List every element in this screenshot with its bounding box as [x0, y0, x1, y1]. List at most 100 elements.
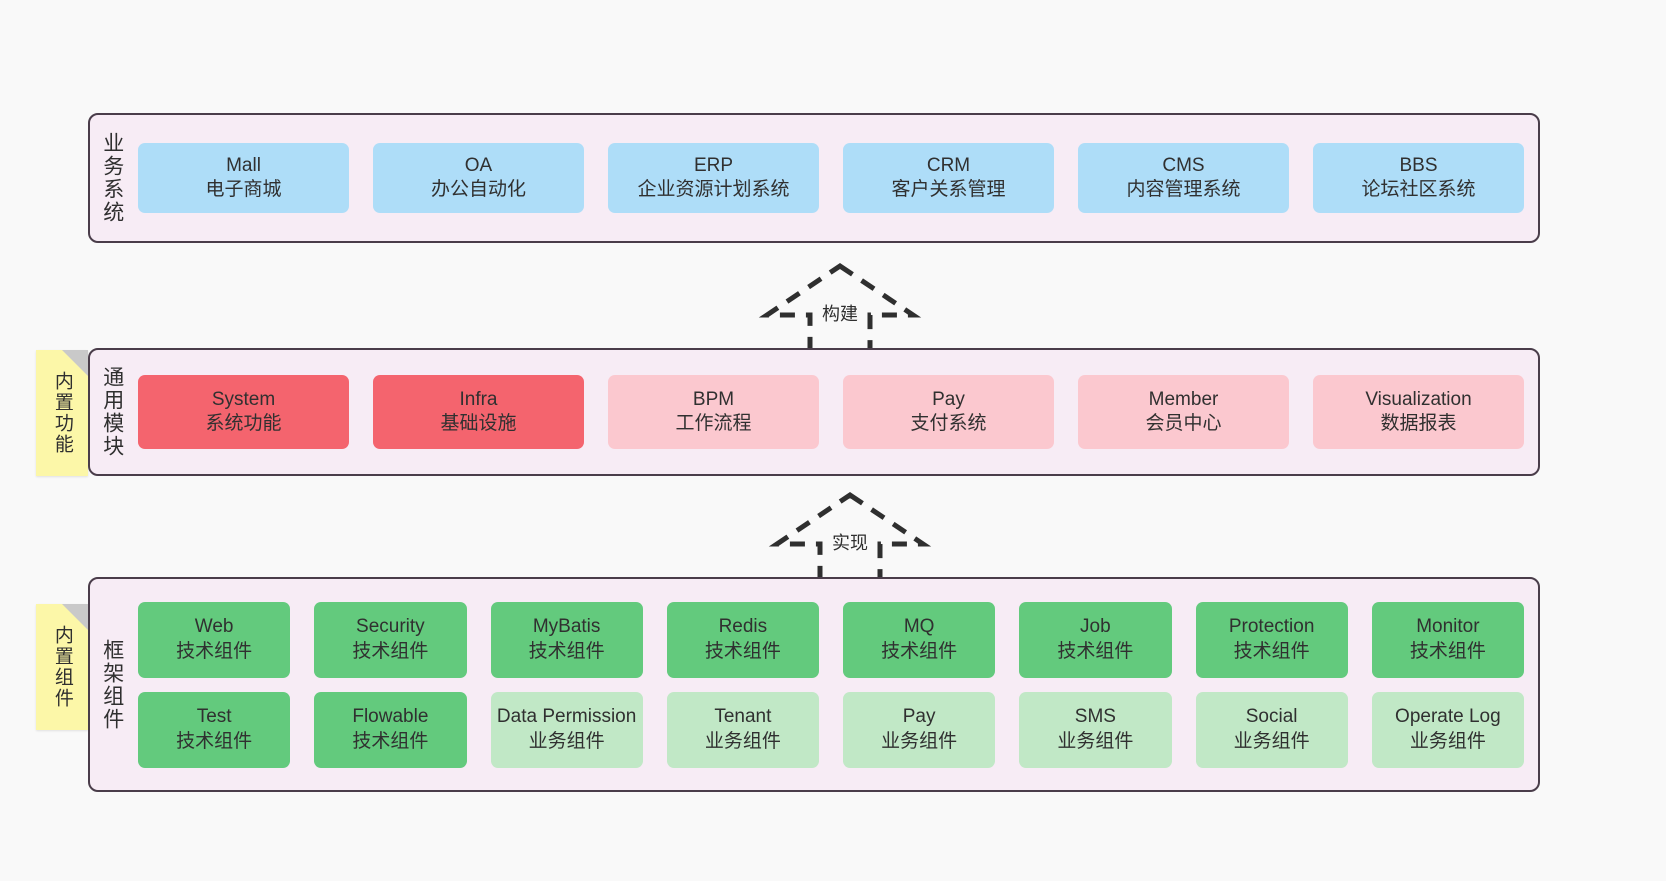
node-name: MQ — [903, 616, 935, 638]
node-name: Flowable — [352, 706, 429, 728]
node-data-permission[interactable]: Data Permission 业务组件 — [490, 691, 643, 768]
node-pay-business[interactable]: Pay 业务组件 — [843, 691, 996, 768]
node-name: Mall — [226, 154, 261, 176]
node-desc: 系统功能 — [205, 413, 282, 434]
node-name: MyBatis — [532, 616, 601, 638]
node-name: Redis — [718, 616, 768, 638]
node-security[interactable]: Security 技术组件 — [314, 601, 467, 678]
arrow-realize-label: 实现 — [829, 529, 871, 555]
node-crm[interactable]: CRM 客户关系管理 — [843, 143, 1054, 213]
node-system[interactable]: System 系统功能 — [138, 375, 349, 449]
layer-body-framework-component: Web 技术组件 Security 技术组件 MyBatis 技术组件 Redi… — [134, 579, 1538, 790]
node-bbs[interactable]: BBS 论坛社区系统 — [1313, 143, 1524, 213]
layer-title-common-module: 通用模块 — [100, 366, 124, 458]
node-desc: 业务组件 — [1233, 730, 1310, 752]
node-name: Pay — [902, 706, 936, 728]
node-desc: 业务组件 — [528, 730, 605, 752]
node-job[interactable]: Job 技术组件 — [1019, 601, 1172, 678]
node-desc: 工作流程 — [675, 413, 752, 434]
node-desc: 业务组件 — [1057, 730, 1134, 752]
node-name: Security — [356, 616, 425, 638]
layer-business-system: 业务系统 Mall 电子商城 OA 办公自动化 ERP 企业资源计划系统 CRM… — [88, 113, 1540, 243]
node-name: Protection — [1228, 616, 1315, 638]
arrow-build-label: 构建 — [819, 300, 861, 326]
node-social[interactable]: Social 业务组件 — [1195, 691, 1348, 768]
node-name: Member — [1148, 388, 1219, 410]
layer-title-business-system: 业务系统 — [100, 132, 124, 224]
node-name: Monitor — [1416, 616, 1480, 638]
node-redis[interactable]: Redis 技术组件 — [666, 601, 819, 678]
node-name: CRM — [926, 154, 971, 176]
node-desc: 办公自动化 — [430, 179, 526, 200]
layer-common-module: 通用模块 System 系统功能 Infra 基础设施 BPM 工作流程 Pay… — [88, 348, 1540, 476]
note-builtin-functions: 内置功能 — [36, 350, 88, 476]
node-name: BPM — [692, 388, 735, 410]
node-desc: 技术组件 — [1057, 640, 1134, 662]
node-name: Test — [196, 706, 232, 728]
node-name: BBS — [1399, 154, 1438, 176]
node-mall[interactable]: Mall 电子商城 — [138, 143, 349, 213]
node-infra[interactable]: Infra 基础设施 — [373, 375, 584, 449]
arrow-build: 构建 — [755, 258, 925, 358]
node-desc: 技术组件 — [176, 640, 253, 662]
node-monitor[interactable]: Monitor 技术组件 — [1371, 601, 1524, 678]
node-desc: 业务组件 — [881, 730, 958, 752]
node-name: Visualization — [1365, 388, 1472, 410]
node-desc: 基础设施 — [440, 413, 517, 434]
node-oa[interactable]: OA 办公自动化 — [373, 143, 584, 213]
layer-row: Web 技术组件 Security 技术组件 MyBatis 技术组件 Redi… — [138, 601, 1524, 678]
node-desc: 会员中心 — [1145, 413, 1222, 434]
node-test[interactable]: Test 技术组件 — [138, 691, 291, 768]
node-mq[interactable]: MQ 技术组件 — [843, 601, 996, 678]
node-desc: 论坛社区系统 — [1361, 179, 1476, 200]
node-name: System — [211, 388, 276, 410]
layer-body-common-module: System 系统功能 Infra 基础设施 BPM 工作流程 Pay 支付系统… — [134, 350, 1538, 474]
node-desc: 支付系统 — [910, 413, 987, 434]
node-desc: 技术组件 — [881, 640, 958, 662]
node-mybatis[interactable]: MyBatis 技术组件 — [490, 601, 643, 678]
node-name: OA — [464, 154, 493, 176]
node-visualization[interactable]: Visualization 数据报表 — [1313, 375, 1524, 449]
node-sms[interactable]: SMS 业务组件 — [1019, 691, 1172, 768]
node-operate-log[interactable]: Operate Log 业务组件 — [1371, 691, 1524, 768]
node-desc: 电子商城 — [205, 179, 282, 200]
node-desc: 业务组件 — [704, 730, 781, 752]
layer-row: System 系统功能 Infra 基础设施 BPM 工作流程 Pay 支付系统… — [138, 375, 1524, 449]
node-web[interactable]: Web 技术组件 — [138, 601, 291, 678]
node-name: Infra — [459, 388, 498, 410]
layer-title-framework-component: 框架组件 — [100, 638, 124, 731]
node-desc: 技术组件 — [176, 730, 253, 752]
node-desc: 企业资源计划系统 — [637, 179, 790, 200]
layer-body-business-system: Mall 电子商城 OA 办公自动化 ERP 企业资源计划系统 CRM 客户关系… — [134, 115, 1538, 241]
node-desc: 技术组件 — [528, 640, 605, 662]
node-desc: 技术组件 — [1409, 640, 1486, 662]
node-name: Pay — [932, 388, 965, 410]
node-desc: 客户关系管理 — [891, 179, 1006, 200]
node-name: CMS — [1162, 154, 1205, 176]
node-name: Operate Log — [1395, 706, 1501, 728]
node-bpm[interactable]: BPM 工作流程 — [608, 375, 819, 449]
node-desc: 业务组件 — [1409, 730, 1486, 752]
node-name: Social — [1245, 706, 1298, 728]
node-tenant[interactable]: Tenant 业务组件 — [666, 691, 819, 768]
node-name: Job — [1080, 616, 1111, 638]
node-cms[interactable]: CMS 内容管理系统 — [1078, 143, 1289, 213]
node-member[interactable]: Member 会员中心 — [1078, 375, 1289, 449]
node-desc: 技术组件 — [1233, 640, 1310, 662]
node-desc: 技术组件 — [352, 730, 429, 752]
layer-framework-component: 框架组件 Web 技术组件 Security 技术组件 MyBatis 技术组件… — [88, 577, 1540, 792]
fold-corner-icon — [62, 350, 88, 376]
fold-corner-icon — [62, 604, 88, 630]
note-label: 内置组件 — [51, 625, 73, 709]
node-flowable[interactable]: Flowable 技术组件 — [314, 691, 467, 768]
node-erp[interactable]: ERP 企业资源计划系统 — [608, 143, 819, 213]
node-desc: 技术组件 — [352, 640, 429, 662]
node-name: ERP — [693, 154, 734, 176]
node-pay[interactable]: Pay 支付系统 — [843, 375, 1054, 449]
node-protection[interactable]: Protection 技术组件 — [1195, 601, 1348, 678]
arrow-realize: 实现 — [765, 487, 935, 587]
note-label: 内置功能 — [51, 371, 73, 455]
layer-row: Mall 电子商城 OA 办公自动化 ERP 企业资源计划系统 CRM 客户关系… — [138, 143, 1524, 213]
node-desc: 内容管理系统 — [1126, 179, 1241, 200]
